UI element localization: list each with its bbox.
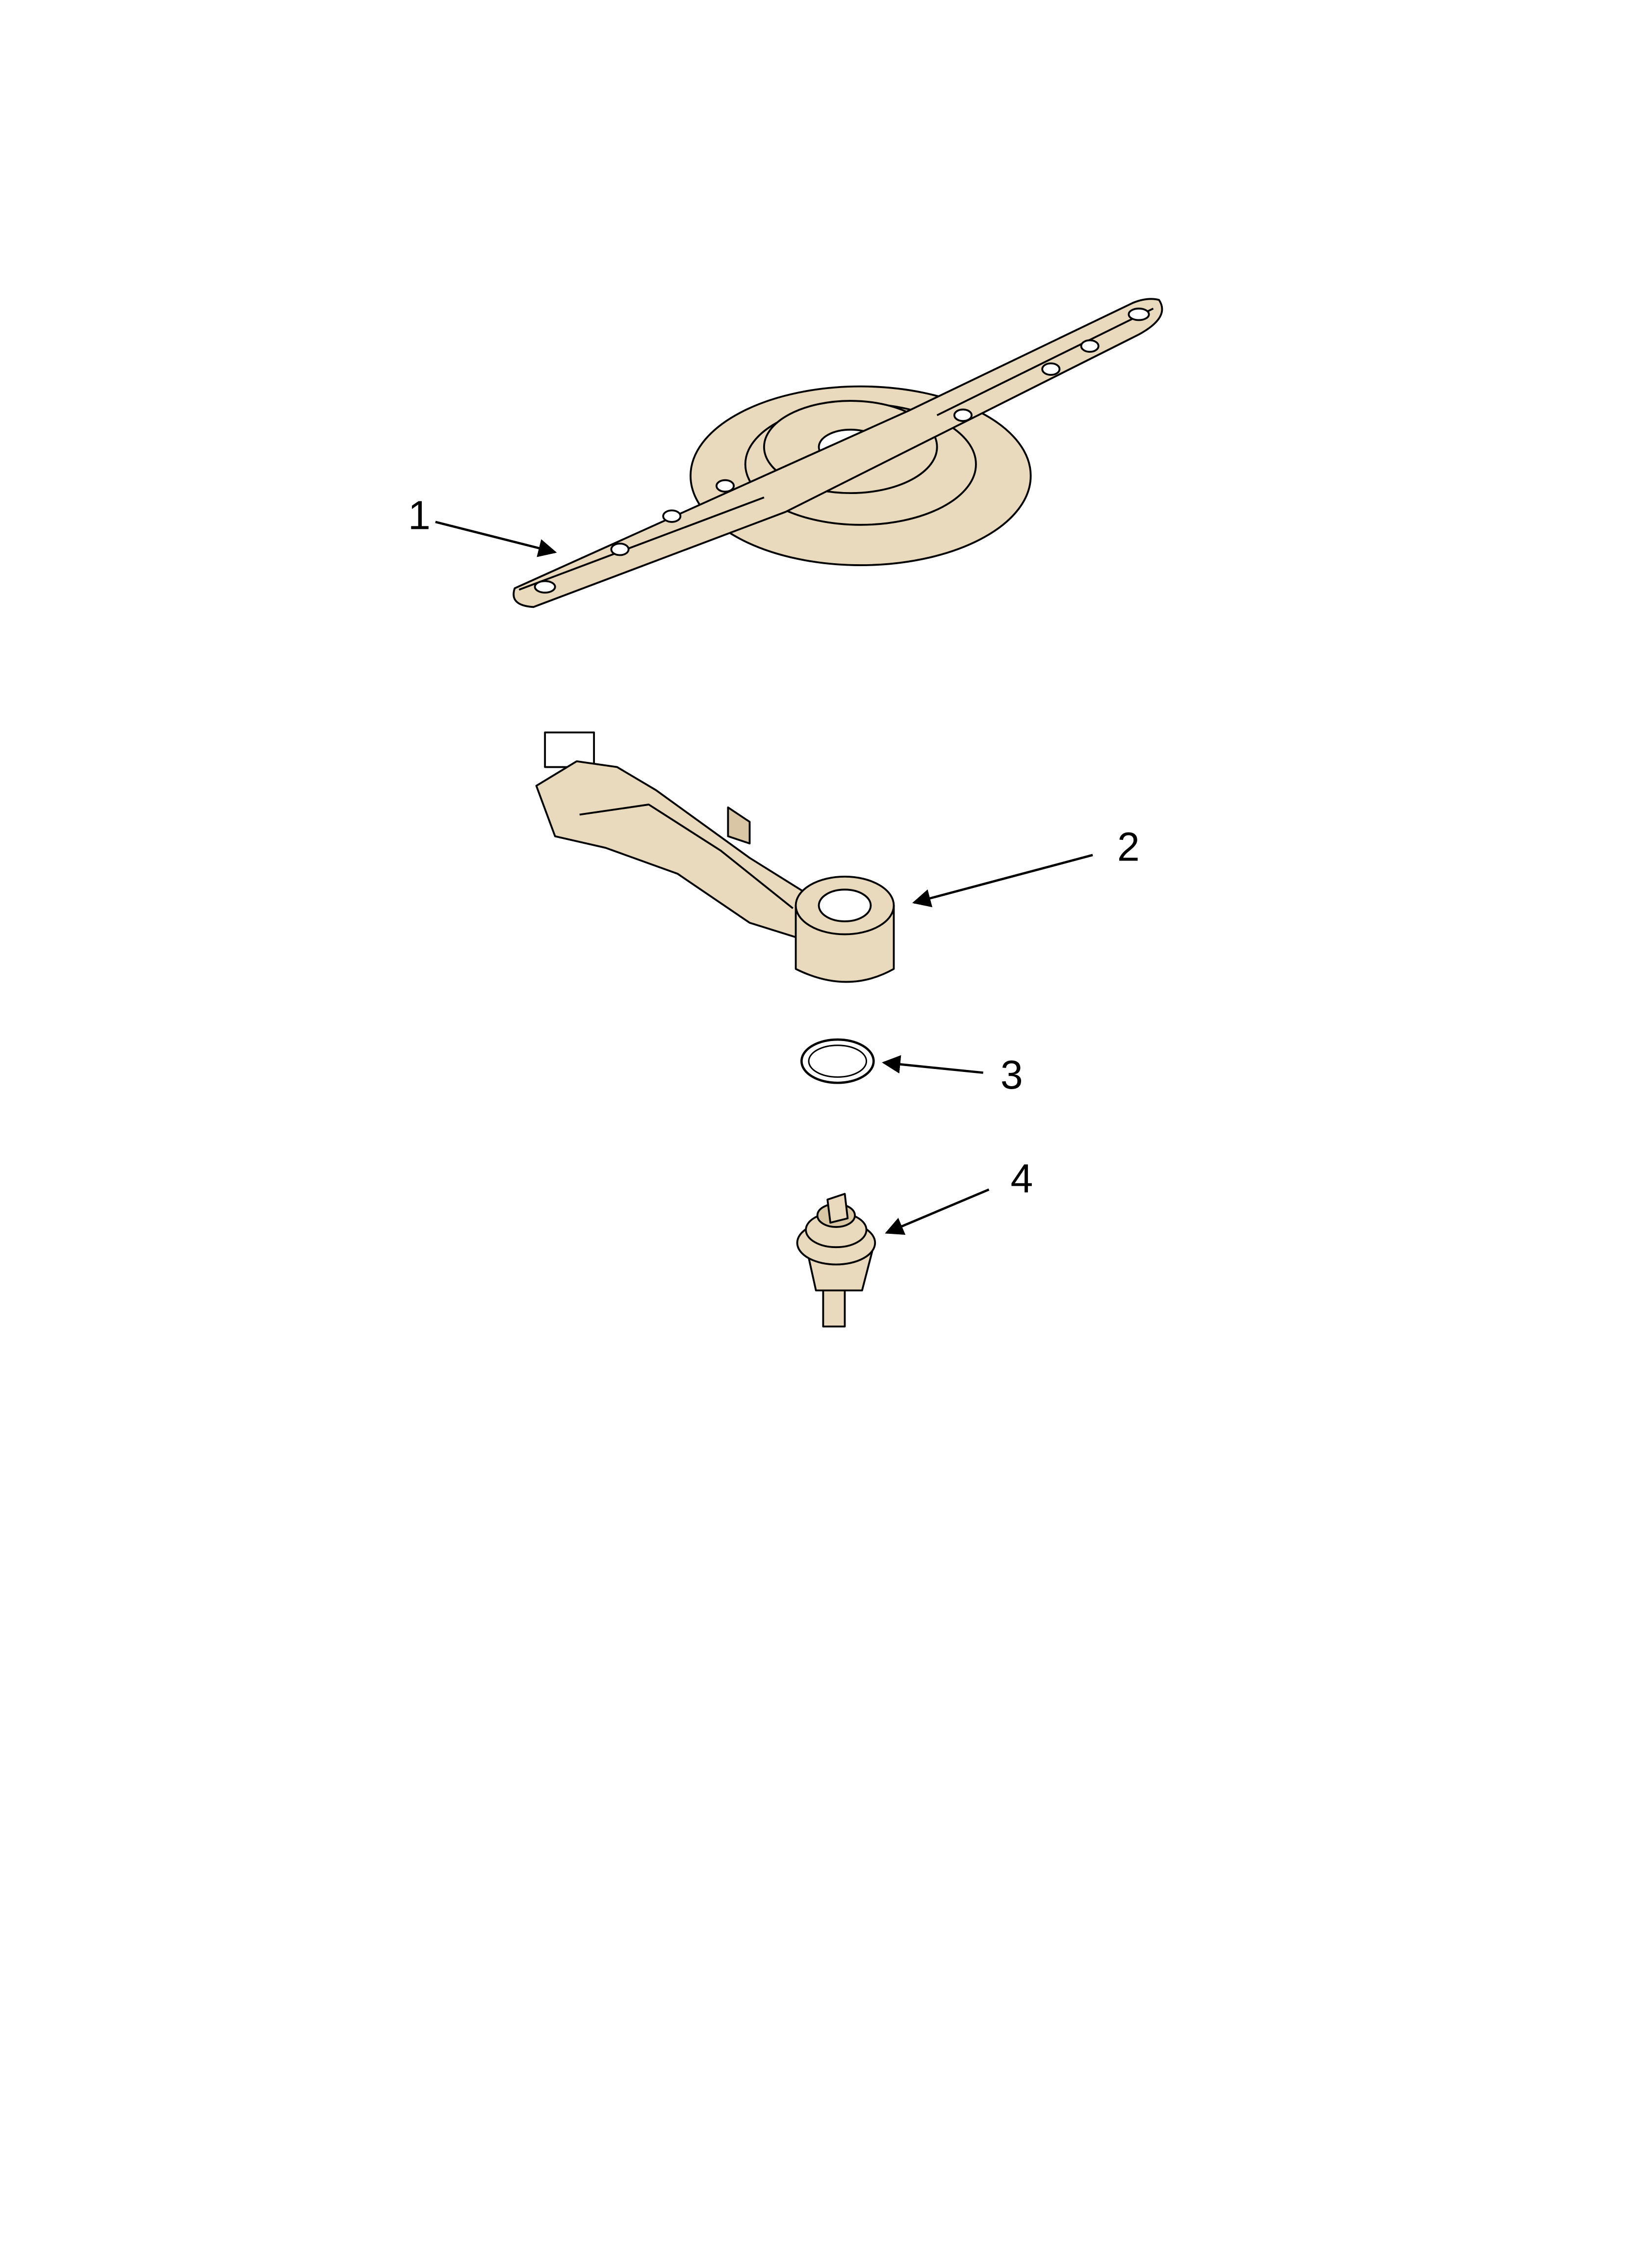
o-ring-icon xyxy=(800,1038,875,1084)
leader-line-4 xyxy=(885,1188,990,1235)
leader-line-2 xyxy=(912,854,1093,908)
part-number-4: 4 xyxy=(1010,1157,1033,1201)
spray-arm-icon xyxy=(513,298,1163,608)
callout-leaders xyxy=(435,521,1093,1235)
manifold-icon xyxy=(535,731,895,983)
leader-line-1 xyxy=(435,521,557,557)
part-number-2: 2 xyxy=(1117,825,1140,870)
part-number-1: 1 xyxy=(408,494,431,538)
leader-line-3 xyxy=(882,1055,983,1074)
part-number-3: 3 xyxy=(1001,1053,1023,1097)
valve-stem-icon xyxy=(796,1193,876,1328)
